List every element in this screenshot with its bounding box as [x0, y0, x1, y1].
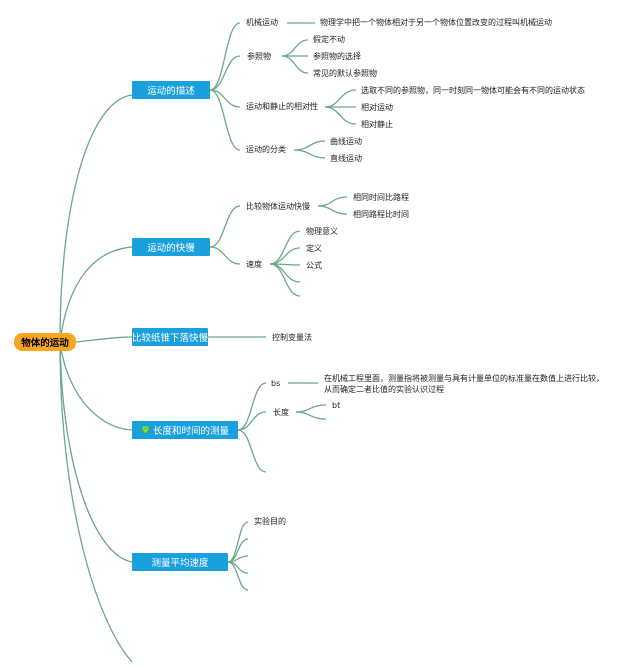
node-relativity[interactable]: 运动和静止的相对性: [246, 102, 318, 111]
root-label: 物体的运动: [21, 338, 69, 349]
node-bt[interactable]: bt: [332, 401, 341, 410]
node-experiment-purpose[interactable]: 实验目的: [254, 517, 286, 526]
node-same-time[interactable]: 相同时间比路程: [353, 193, 409, 202]
node-assumed-static[interactable]: 假定不动: [313, 35, 345, 44]
branch-label: 运动的描述: [147, 86, 195, 97]
branch-paper-cone[interactable]: 比较纸锥下落快慢: [132, 328, 208, 346]
branch-length-time[interactable]: 长度和时间的测量: [132, 421, 238, 439]
node-length[interactable]: 长度: [273, 408, 289, 417]
node-reference-choice[interactable]: 参照物的选择: [313, 52, 361, 61]
node-definition[interactable]: 定义: [306, 244, 322, 253]
branch-label: 运动的快慢: [147, 243, 195, 254]
branch-label: 比较纸锥下落快慢: [132, 333, 209, 344]
gem-icon: [140, 426, 150, 434]
node-control-variable[interactable]: 控制变量法: [272, 333, 312, 342]
branch-average-speed[interactable]: 测量平均速度: [132, 553, 228, 571]
node-mechanical-motion-desc[interactable]: 物理学中把一个物体相对于另一个物体位置改变的过程叫机械运动: [320, 18, 552, 27]
node-physical-meaning[interactable]: 物理意义: [306, 227, 338, 236]
node-curve-motion[interactable]: 曲线运动: [330, 137, 362, 146]
branch-label: 长度和时间的测量: [152, 426, 229, 437]
node-speed[interactable]: 速度: [246, 260, 262, 269]
node-mechanical-motion[interactable]: 机械运动: [246, 18, 278, 27]
node-same-distance[interactable]: 相同路程比时间: [353, 210, 409, 219]
branch-motion-speed[interactable]: 运动的快慢: [132, 238, 210, 256]
node-relative-rest[interactable]: 相对静止: [361, 120, 393, 129]
node-bs-desc-line2[interactable]: 从而确定二者比值的实验认识过程: [324, 385, 444, 394]
branch-motion-description[interactable]: 运动的描述: [132, 81, 210, 99]
node-bs[interactable]: bs: [271, 379, 281, 388]
node-straight-motion[interactable]: 直线运动: [330, 154, 362, 163]
node-formula[interactable]: 公式: [306, 261, 322, 270]
node-relative-motion[interactable]: 相对运动: [361, 103, 393, 112]
node-compare-speed[interactable]: 比较物体运动快慢: [246, 202, 310, 211]
branch-label: 测量平均速度: [151, 558, 209, 569]
node-motion-classification[interactable]: 运动的分类: [246, 145, 286, 154]
node-relativity-desc[interactable]: 选取不同的参照物，同一时刻同一物体可能会有不同的运动状态: [361, 86, 585, 95]
root-node[interactable]: 物体的运动: [14, 333, 76, 351]
node-reference-object[interactable]: 参照物: [247, 52, 271, 61]
node-default-reference[interactable]: 常见的默认参照物: [313, 69, 377, 78]
node-bs-desc-line1[interactable]: 在机械工程里面，测量指将被测量与具有计量单位的标准量在数值上进行比较，: [324, 374, 604, 383]
